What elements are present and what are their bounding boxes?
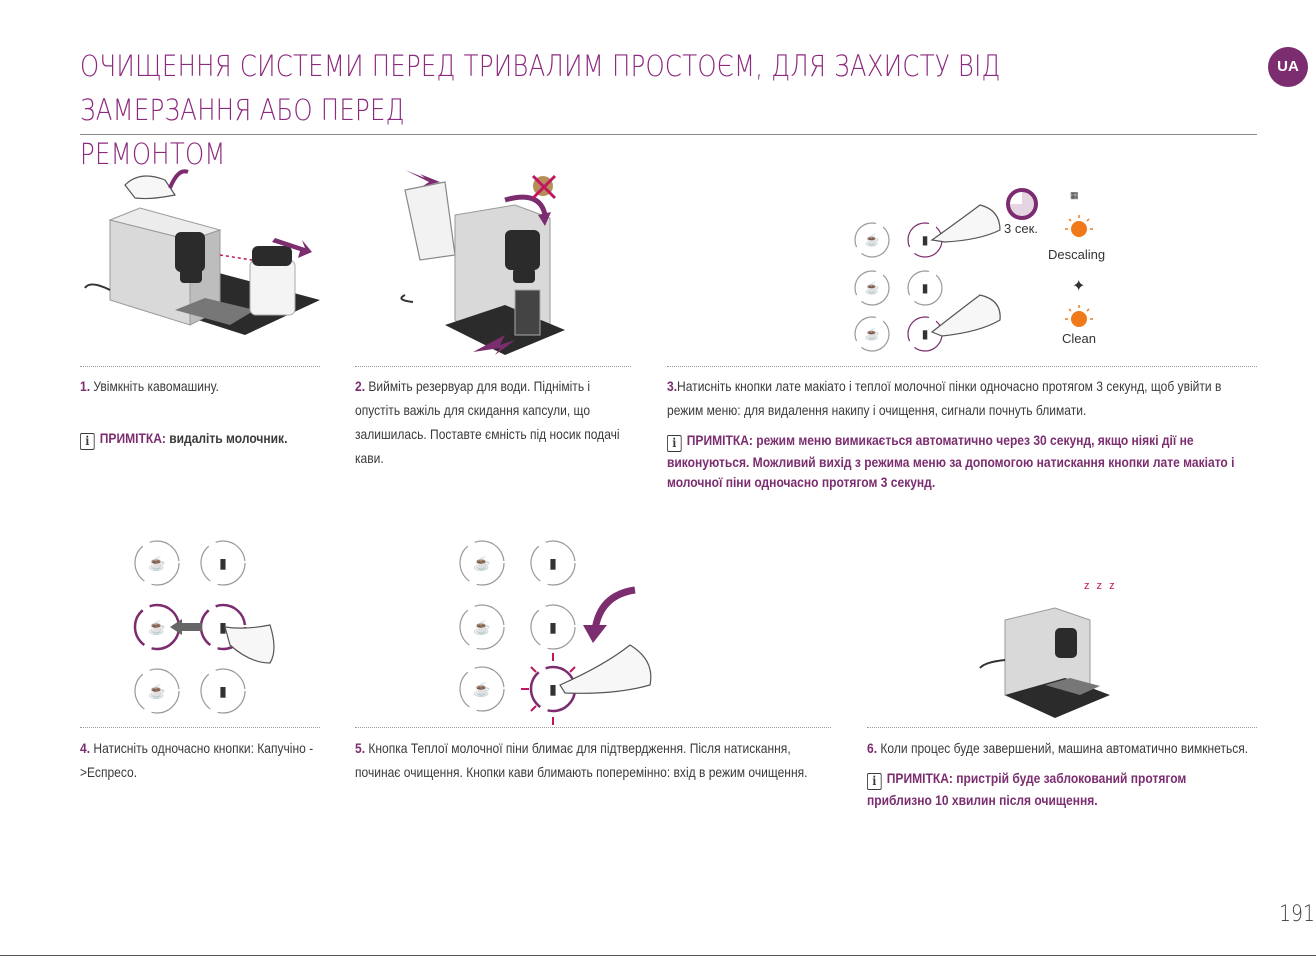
- step-5-number: 5.: [355, 740, 366, 756]
- page-number: 191: [1279, 902, 1315, 927]
- svg-text:☕: ☕: [148, 618, 165, 636]
- svg-text:▮: ▮: [922, 327, 929, 341]
- step-3-text: Натисніть кнопки лате макіато і теплої м…: [667, 378, 1222, 418]
- svg-text:▮: ▮: [549, 619, 557, 635]
- figure-step-3: ☕ ▮ ☕ ▮ ☕ ▮ ▦ ✦: [854, 188, 1093, 352]
- svg-text:▮: ▮: [219, 555, 227, 571]
- svg-text:☕: ☕: [865, 232, 880, 247]
- svg-text:▮: ▮: [549, 681, 557, 697]
- step-6-text: Коли процес буде завершений, машина авто…: [880, 740, 1249, 756]
- step-2-number: 2.: [355, 378, 366, 394]
- step-6: 6. Коли процес буде завершений, машина а…: [867, 736, 1263, 760]
- step-5-text: Кнопка Теплої молочної піни блимає для п…: [355, 740, 808, 780]
- figure-step-5: ☕ ▮ ☕ ▮ ☕ ▮: [459, 540, 652, 725]
- page-title: ОЧИЩЕННЯ СИСТЕМИ ПЕРЕД ТРИВАЛИМ ПРОСТОЄМ…: [80, 44, 1054, 176]
- divider-step-5: [355, 727, 831, 728]
- note-step-6-text: пристрій буде заблокований протягом приб…: [867, 770, 1187, 808]
- step-5: 5. Кнопка Теплої молочної піни блимає дл…: [355, 736, 832, 784]
- figure-step-1: [84, 169, 320, 335]
- divider-step-6: [867, 727, 1257, 728]
- svg-text:☕: ☕: [148, 682, 165, 700]
- language-badge: UA: [1268, 47, 1308, 87]
- step-6-number: 6.: [867, 740, 878, 756]
- step-1: 1. Увімкніть кавомашину.: [80, 374, 321, 398]
- timer-label: 3 сек.: [1004, 221, 1038, 236]
- title-line-1: ОЧИЩЕННЯ СИСТЕМИ ПЕРЕД ТРИВАЛИМ ПРОСТОЄМ…: [80, 49, 1001, 127]
- svg-text:☕: ☕: [865, 280, 880, 295]
- clean-label: Clean: [1062, 331, 1096, 346]
- figure-step-2: [400, 170, 565, 355]
- svg-text:▮: ▮: [549, 555, 557, 571]
- step-3: 3.Натисніть кнопки лате макіато і теплої…: [667, 374, 1252, 422]
- figure-step-6: [979, 607, 1110, 718]
- note-step-1-text: видаліть молочник.: [169, 430, 288, 446]
- title-divider: [80, 134, 1257, 135]
- footer-rule: [0, 955, 1316, 956]
- divider-step-3: [667, 366, 1257, 367]
- step-2-text: Вийміть резервуар для води. Підніміть і …: [355, 378, 620, 466]
- note-label: ПРИМІТКА:: [99, 430, 166, 446]
- svg-text:▮: ▮: [922, 233, 929, 247]
- step-4-number: 4.: [80, 740, 91, 756]
- svg-text:▮: ▮: [922, 281, 929, 295]
- divider-step-2: [355, 366, 631, 367]
- step-4-text: Натисніть одночасно кнопки: Капучіно ->Е…: [80, 740, 314, 780]
- svg-text:☕: ☕: [148, 554, 165, 572]
- info-icon: i: [867, 773, 882, 790]
- svg-text:☕: ☕: [473, 680, 490, 698]
- step-1-number: 1.: [80, 378, 91, 394]
- svg-text:☕: ☕: [473, 554, 490, 572]
- svg-text:▦: ▦: [1070, 190, 1079, 200]
- svg-text:☕: ☕: [473, 618, 490, 636]
- divider-step-1: [80, 366, 320, 367]
- svg-text:✦: ✦: [1072, 278, 1085, 295]
- figure-step-4: ☕ ▮ ☕ ▮ ☕ ▮: [133, 540, 275, 714]
- divider-step-4: [80, 727, 320, 728]
- sleep-indicator: z z z: [1084, 580, 1117, 592]
- note-label: ПРИМІТКА:: [686, 432, 753, 448]
- info-icon: i: [667, 435, 682, 452]
- svg-text:▮: ▮: [219, 683, 227, 699]
- svg-text:▮: ▮: [219, 619, 227, 635]
- info-icon: i: [80, 433, 95, 450]
- svg-text:☕: ☕: [865, 326, 880, 341]
- descaling-label: Descaling: [1048, 247, 1106, 262]
- step-1-text: Увімкніть кавомашину.: [93, 378, 219, 394]
- step-2: 2. Вийміть резервуар для води. Підніміть…: [355, 374, 630, 470]
- title-line-2: РЕМОНТОМ: [80, 137, 226, 171]
- step-4: 4. Натисніть одночасно кнопки: Капучіно …: [80, 736, 321, 784]
- note-label: ПРИМІТКА:: [886, 770, 953, 786]
- note-step-3-text: режим меню вимикається автоматично через…: [667, 432, 1235, 490]
- step-3-number: 3.: [667, 378, 678, 394]
